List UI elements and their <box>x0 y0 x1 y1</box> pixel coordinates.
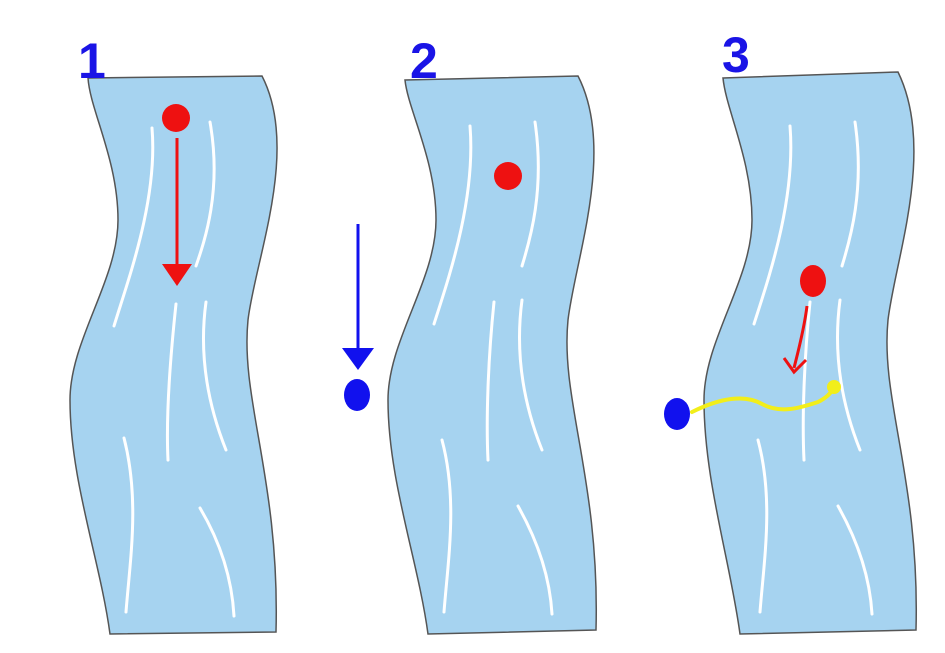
red-object <box>494 162 522 190</box>
panel-1: 1 <box>69 33 278 635</box>
current-lines-2 <box>432 120 554 616</box>
blue-approach-arrow-head <box>342 348 374 370</box>
river-3 <box>703 71 918 635</box>
rope-end <box>827 380 841 394</box>
yellow-rope <box>690 386 836 414</box>
panel-3: 3 <box>664 27 918 635</box>
panel-number-1: 1 <box>78 33 106 89</box>
red-drift-arrow-head <box>162 264 192 286</box>
current-lines-3 <box>752 120 874 616</box>
red-object <box>800 265 826 297</box>
current-lines-1 <box>112 120 236 618</box>
panel-number-2: 2 <box>410 33 438 89</box>
panel-2: 2 <box>342 33 598 635</box>
blue-object <box>664 398 690 430</box>
river-1 <box>69 75 278 635</box>
red-drift-arrow <box>792 305 809 369</box>
panel-number-3: 3 <box>722 27 750 83</box>
red-drift-arrow-head <box>782 357 808 375</box>
red-object <box>162 104 190 132</box>
blue-object <box>344 379 370 411</box>
river-2 <box>387 75 598 635</box>
